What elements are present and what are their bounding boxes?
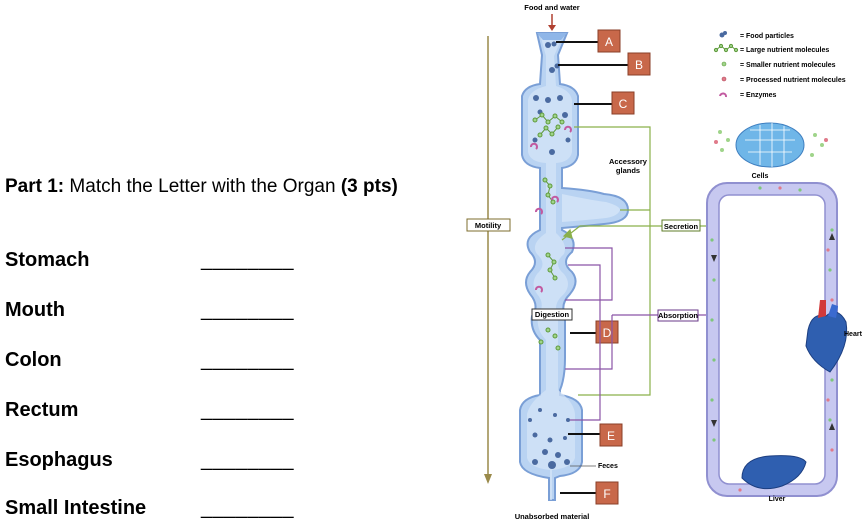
heart-label: Heart [844,331,863,338]
liver-label: Liver [769,496,786,503]
answer-row-small-intestine: Small Intestine ________ [5,497,305,523]
legend-item: = Smaller nutrient molecules [740,62,836,69]
legend: = Food particles = Large nutrient molecu… [713,31,846,99]
answer-row-mouth: Mouth ________ [5,299,305,325]
letter-a: A [605,35,613,49]
title-text: Match the Letter with the Organ [64,176,341,197]
liver-icon: Liver [741,455,807,503]
answer-row-stomach: Stomach ________ [5,249,305,275]
answer-row-esophagus: Esophagus ________ [5,449,305,475]
heart-icon: Heart [805,300,863,373]
enzymes [530,125,572,293]
question-title: Part 1: Match the Letter with the Organ … [5,176,415,198]
small-molecule-icon [721,61,727,67]
processed-molecule-icon [721,76,727,82]
legend-item: = Large nutrient molecules [740,47,829,54]
absorption-label: Absorption [658,311,698,320]
title-points: (3 pts) [340,176,398,197]
legend-item: = Enzymes [740,92,776,99]
answer-row-rectum: Rectum ________ [5,399,305,425]
organ-label: Rectum [5,399,79,421]
cells-label: Cells [752,173,769,180]
answer-blank[interactable]: ________ [201,399,294,421]
circulatory-loop [706,182,838,497]
answer-blank[interactable]: ________ [201,497,294,519]
food-and-water-label: Food and water [524,3,580,12]
letter-f: F [603,487,610,501]
letter-d: D [603,326,612,340]
organ-label: Esophagus [5,449,113,471]
letter-b: B [635,58,643,72]
letter-c: C [619,97,628,111]
food-particles [528,41,571,469]
food-particle-icon [719,31,727,38]
motility-label: Motility [475,221,502,230]
organ-label: Mouth [5,299,65,321]
feces-label: Feces [598,463,618,470]
worksheet-panel: Part 1: Match the Letter with the Organ … [5,0,425,525]
secretion-label: Secretion [664,222,699,231]
legend-item: = Food particles [740,33,794,40]
organ-label: Stomach [5,249,90,271]
enzyme-icon [719,92,727,98]
accessory-glands-line1: Accessory [609,157,648,166]
answer-blank[interactable]: ________ [201,449,294,471]
motility-arrow: Motility [466,36,511,484]
answer-blank[interactable]: ________ [201,249,294,271]
answer-blank[interactable]: ________ [201,299,294,321]
organ-label: Small Intestine [5,497,147,519]
answer-row-colon: Colon ________ [5,349,305,375]
legend-item: = Processed nutrient molecules [740,77,846,84]
title-prefix: Part 1: [5,176,65,197]
answer-blank[interactable]: ________ [201,349,294,371]
organ-label: Colon [5,349,62,371]
accessory-glands-line2: glands [616,166,640,175]
secretion-lines: Secretion [561,126,716,396]
large-molecules [532,112,565,351]
cells-cluster: Cells [714,122,828,180]
letter-e: E [607,429,615,443]
digestion-label: Digestion [535,310,570,319]
unabsorbed-label: Unabsorbed material [515,512,590,521]
large-molecule-icon [713,43,739,53]
